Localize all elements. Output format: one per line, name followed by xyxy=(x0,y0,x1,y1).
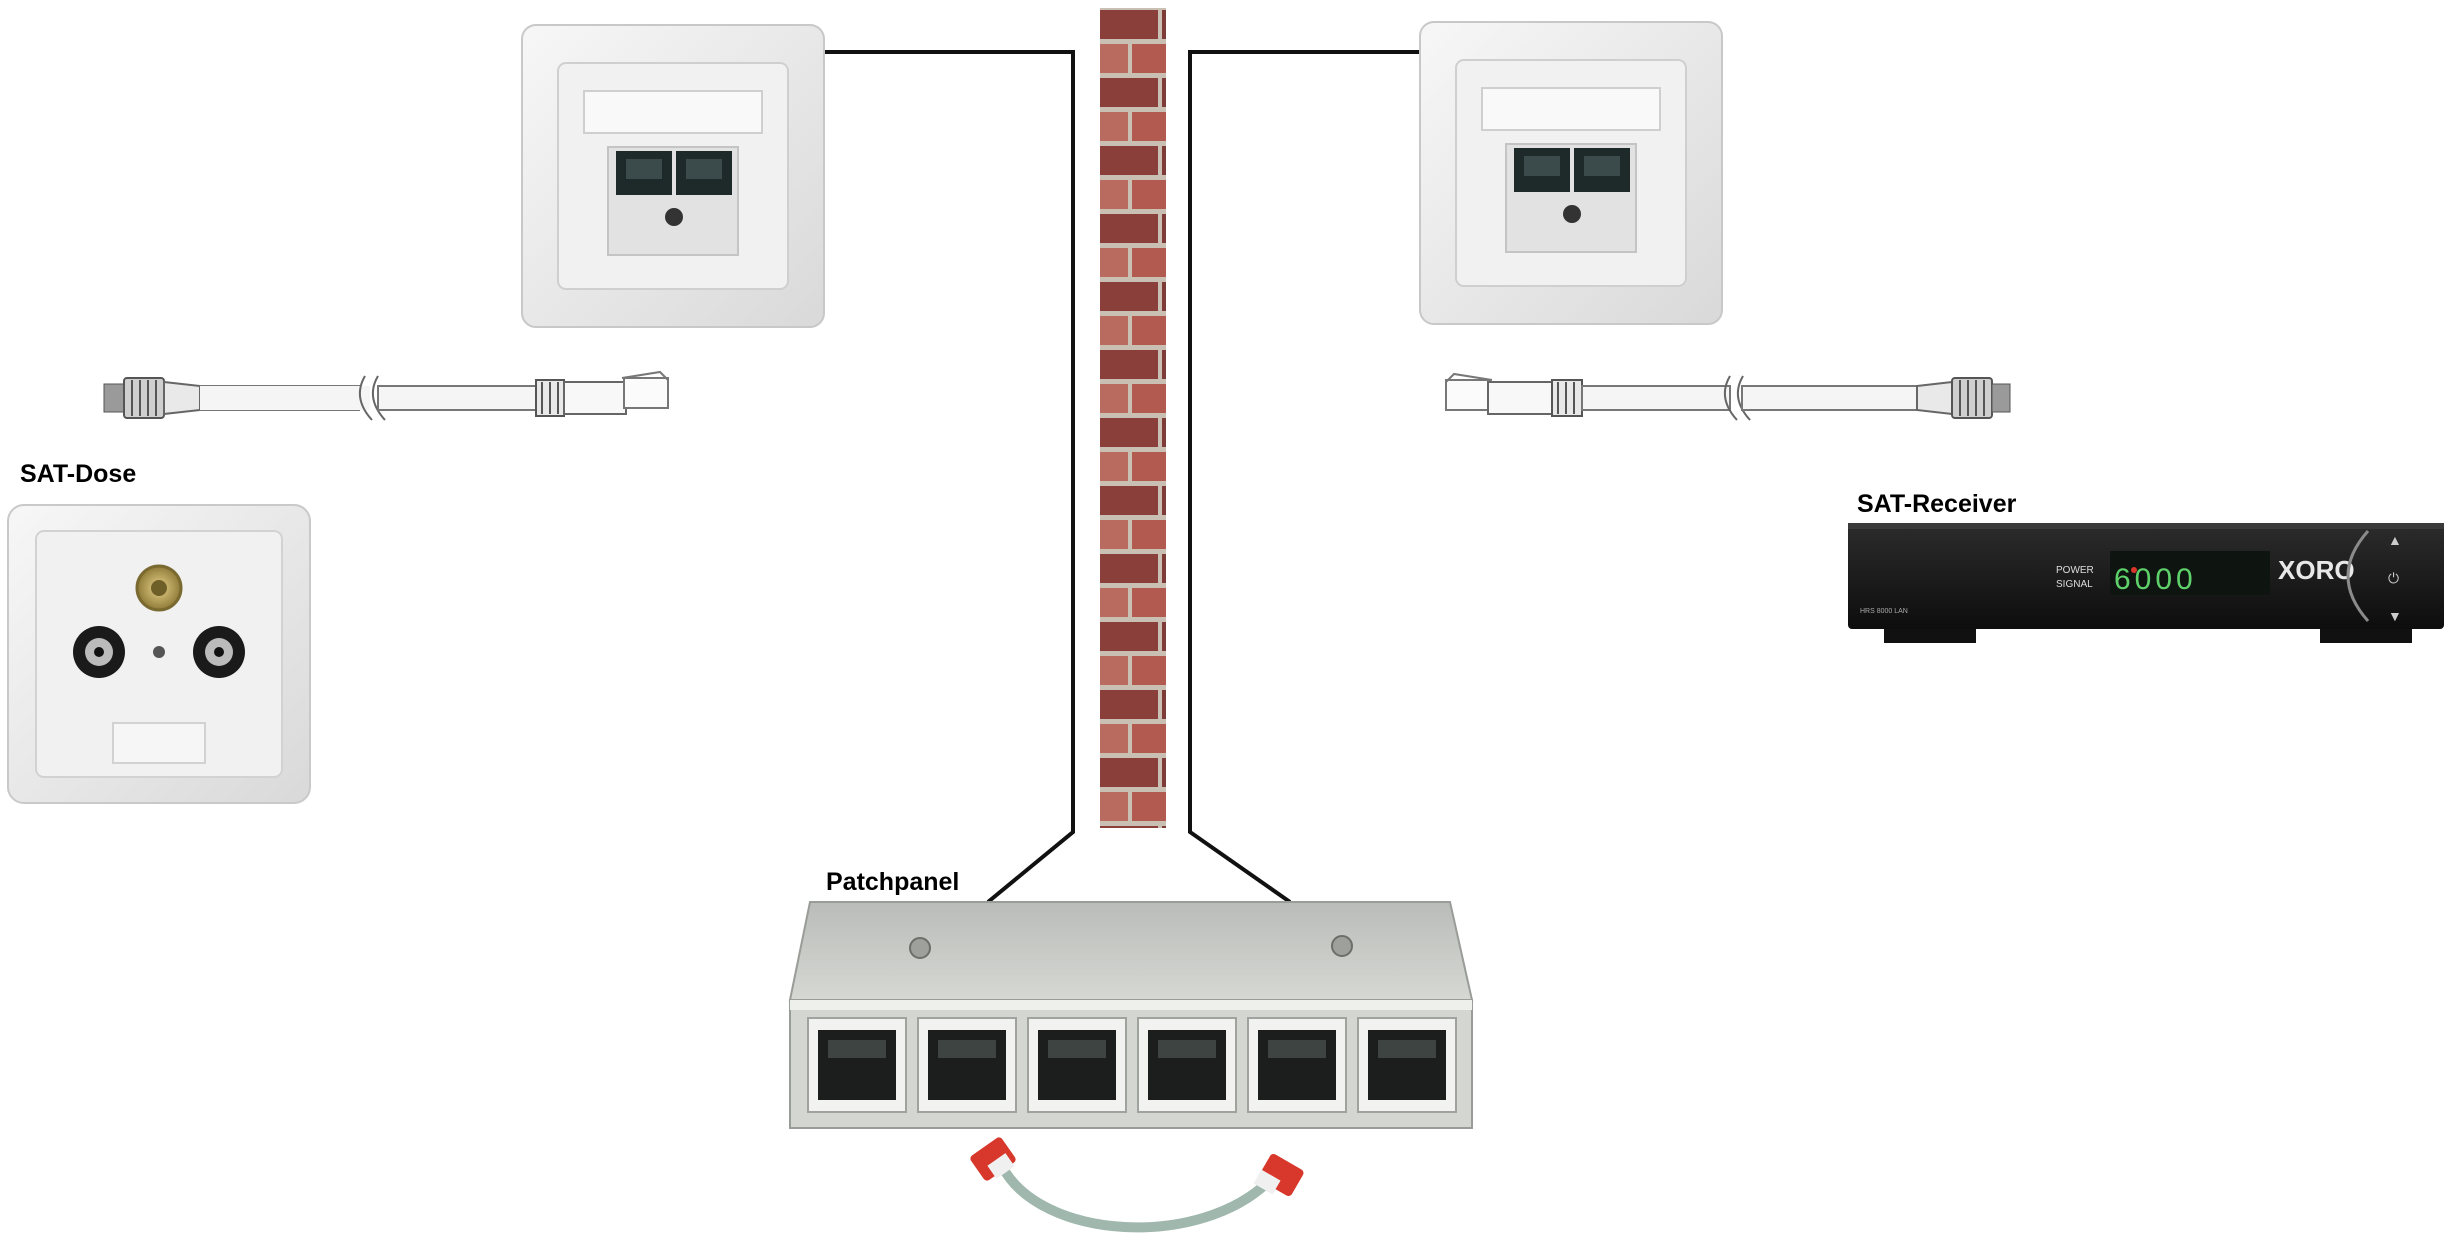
label-sat-receiver: SAT-Receiver xyxy=(1857,490,2017,518)
brick xyxy=(1132,112,1166,141)
receiver-signal-label: SIGNAL xyxy=(2056,579,2093,590)
brick xyxy=(1132,588,1166,617)
brick xyxy=(1162,418,1166,447)
rj45-pins-3 xyxy=(1048,1040,1106,1058)
brick xyxy=(1100,690,1158,719)
brick-wall-icon xyxy=(1100,8,1166,828)
brick xyxy=(1162,622,1166,651)
brick xyxy=(1100,826,1158,828)
brick xyxy=(1100,758,1158,787)
brick xyxy=(1132,180,1166,209)
receiver-brand: XORO xyxy=(2278,555,2355,585)
wall-outlet-left-icon xyxy=(521,24,825,328)
brick xyxy=(1162,146,1166,175)
rj45-pins-6 xyxy=(1378,1040,1436,1058)
brick xyxy=(1162,282,1166,311)
wall-outlet-right-icon xyxy=(1419,21,1723,325)
brick xyxy=(1132,656,1166,685)
left-cable xyxy=(825,50,1075,904)
sat-receiver-icon: POWER SIGNAL 6000 XORO HRS 8000 LAN ▲ ⏻ … xyxy=(1848,523,2444,643)
patchpanel-icon xyxy=(788,901,1474,1129)
brick xyxy=(1162,758,1166,787)
brick xyxy=(1100,10,1158,39)
rj45-pins-1 xyxy=(828,1040,886,1058)
label-patchpanel: Patchpanel xyxy=(826,868,960,896)
receiver-display: 6000 xyxy=(2114,563,2197,596)
rj45-pins-5 xyxy=(1268,1040,1326,1058)
right-cable xyxy=(1188,50,1422,904)
brick xyxy=(1132,248,1166,277)
patchpanel-ports xyxy=(807,1017,1457,1113)
brick xyxy=(1100,180,1128,209)
rj45-pins-4 xyxy=(1158,1040,1216,1058)
brick xyxy=(1132,724,1166,753)
brick xyxy=(1100,452,1128,481)
brick xyxy=(1100,350,1158,379)
brick xyxy=(1162,690,1166,719)
brick xyxy=(1100,384,1128,413)
brick xyxy=(1100,316,1128,345)
label-sat-dose: SAT-Dose xyxy=(20,460,137,488)
brick xyxy=(1162,486,1166,515)
brick xyxy=(1100,724,1128,753)
brick xyxy=(1162,554,1166,583)
brick xyxy=(1100,78,1158,107)
brick xyxy=(1100,112,1128,141)
brick xyxy=(1132,792,1166,821)
brick xyxy=(1100,146,1158,175)
receiver-model: HRS 8000 LAN xyxy=(1860,608,1908,615)
brick xyxy=(1100,44,1128,73)
receiver-up-icon: ▲ xyxy=(2388,532,2402,548)
brick xyxy=(1100,588,1128,617)
rj45-pins-2 xyxy=(938,1040,996,1058)
brick xyxy=(1100,282,1158,311)
receiver-power-label: POWER xyxy=(2056,565,2094,576)
brick xyxy=(1162,78,1166,107)
receiver-down-icon: ▼ xyxy=(2388,608,2402,624)
brick xyxy=(1100,418,1158,447)
brick xyxy=(1132,316,1166,345)
brick xyxy=(1100,554,1158,583)
brick xyxy=(1162,350,1166,379)
sat-socket-icon xyxy=(7,504,311,804)
brick xyxy=(1100,622,1158,651)
brick xyxy=(1132,452,1166,481)
coax-rj45-adapter-cable-right-icon xyxy=(1445,372,2011,421)
brick xyxy=(1162,214,1166,243)
brick xyxy=(1132,520,1166,549)
wall-cables xyxy=(825,50,1422,904)
brick xyxy=(1100,792,1128,821)
brick xyxy=(1100,656,1128,685)
brick xyxy=(1100,520,1128,549)
patch-cable-icon xyxy=(970,1137,1304,1233)
brick xyxy=(1132,44,1166,73)
brick xyxy=(1162,10,1166,39)
brick xyxy=(1100,214,1158,243)
brick xyxy=(1100,248,1128,277)
brick xyxy=(1132,384,1166,413)
receiver-power-icon: ⏻ xyxy=(2388,570,2399,586)
brick xyxy=(1162,826,1166,828)
coax-rj45-adapter-cable-left-icon xyxy=(103,370,669,421)
brick xyxy=(1100,486,1158,515)
